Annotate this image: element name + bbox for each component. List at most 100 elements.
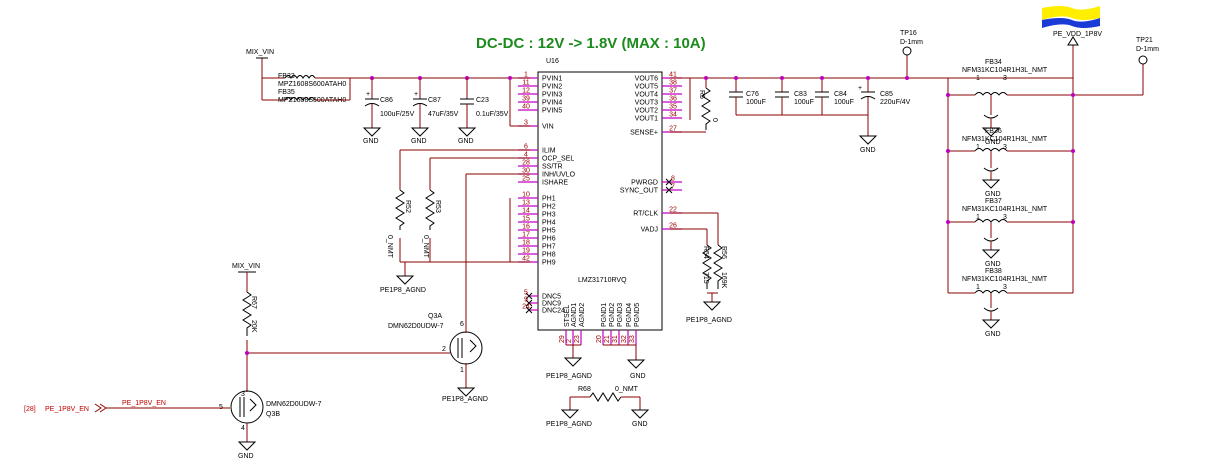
pin-name: AGND1 xyxy=(571,303,578,327)
pin-name: VADJ xyxy=(641,227,658,234)
pin-number: 39 xyxy=(522,96,530,103)
agnd-left: PE1P8_AGND xyxy=(380,287,426,294)
q3a-value: DMN62D0UDW-7 xyxy=(388,323,444,330)
pin-number: 11 xyxy=(522,80,529,87)
gnd-c87: GND xyxy=(411,138,427,145)
gnd-fb36: GND xyxy=(985,191,1001,198)
fb33-ref: FB33 xyxy=(278,73,295,80)
pin-name: RT/CLK xyxy=(633,211,658,218)
vdd-rail-label: PE_VDD_1P8V xyxy=(1053,31,1102,38)
q3b-pin3: 3 xyxy=(241,391,245,398)
pin-number: 37 xyxy=(669,88,677,95)
r53-ref: R53 xyxy=(434,200,441,213)
gnd-fb38: GND xyxy=(985,331,1001,338)
pin-number: 14 xyxy=(522,208,530,215)
gnd-c86: GND xyxy=(363,138,379,145)
q3a-pin6: 6 xyxy=(460,321,464,328)
pin-number: 16 xyxy=(522,224,530,231)
r56-value: 169K xyxy=(720,272,727,289)
fb37-pin1: 1 xyxy=(976,214,980,221)
u16-ref: U16 xyxy=(546,58,559,65)
pin-name: PH7 xyxy=(542,244,556,251)
c76-ref: C76 xyxy=(746,91,759,98)
pin-name: OCP_SEL xyxy=(542,156,574,163)
pin-name: PVIN2 xyxy=(542,84,562,91)
r68-ref: R68 xyxy=(578,386,591,393)
pin-number: 41 xyxy=(669,72,677,79)
pin-number: 40 xyxy=(522,104,530,111)
pin-name: PVIN1 xyxy=(542,76,562,83)
pin-number: 25 xyxy=(522,176,530,183)
fb33-value: MPZ1608S600ATAH0 xyxy=(278,81,346,88)
pin-name: PH8 xyxy=(542,252,556,259)
fb37-value: NFM31KC104R1H3L_NMT xyxy=(962,206,1048,213)
pin-number: 1 xyxy=(524,72,528,79)
fb38-value: NFM31KC104R1H3L_NMT xyxy=(962,276,1048,283)
tp16-ref: TP16 xyxy=(900,30,917,37)
q3a-ref: Q3A xyxy=(428,313,442,320)
tp21-value: D-1mm xyxy=(1136,46,1159,53)
pin-name: STSEL xyxy=(564,305,571,327)
pin-number: 21 xyxy=(604,335,611,343)
pin-name: VOUT1 xyxy=(635,116,658,123)
r5-ref: R5 xyxy=(698,90,705,99)
pin-number: 9 xyxy=(524,297,528,304)
pin-number: 6 xyxy=(524,144,528,151)
pin-name: SS/TR xyxy=(542,164,563,171)
u16-pin-pgnd2: 21 PGND2 xyxy=(604,303,616,345)
pin-name: DNC9 xyxy=(542,301,561,308)
c85-value: 220uF/4V xyxy=(880,99,911,106)
r52-value: 0_NMT xyxy=(386,235,393,259)
pin-number: 22 xyxy=(669,207,677,214)
r52-ref: R52 xyxy=(404,200,411,213)
fb34-pin3: 3 xyxy=(1003,75,1007,82)
pin-number: 12 xyxy=(522,88,530,95)
mix-vin-label-bottom: MIX_VIN xyxy=(232,263,260,270)
en-port-label: PE_1P8V_EN xyxy=(45,406,89,413)
pin-name: ILIM xyxy=(542,148,556,155)
pin-name: PVIN3 xyxy=(542,92,562,99)
fb36-value: NFM31KC104R1H3L_NMT xyxy=(962,136,1048,143)
fb36-pin3: 3 xyxy=(1003,144,1007,151)
pin-number: 23 xyxy=(574,335,581,343)
gnd-r68: GND xyxy=(632,421,648,428)
c86-value: 100uF/25V xyxy=(380,111,415,118)
u16-left-pins: 1PVIN111PVIN212PVIN339PVIN440PVIN53VIN6I… xyxy=(518,72,576,315)
pin-name: PGND2 xyxy=(609,303,616,327)
r53-value: 0_NMT xyxy=(422,235,429,259)
gnd-pgnd: GND xyxy=(630,373,646,380)
pin-name: DNC24 xyxy=(542,308,565,315)
pin-name: VOUT2 xyxy=(635,108,658,115)
pin-number: 29 xyxy=(559,335,566,343)
pin-number: 8 xyxy=(671,176,675,183)
pin-number: 5 xyxy=(524,290,528,297)
schematic-title: DC-DC : 12V -> 1.8V (MAX : 10A) xyxy=(476,35,706,52)
pin-number: 10 xyxy=(522,192,530,199)
pin-name: DNC5 xyxy=(542,294,561,301)
pin-number: 2 xyxy=(566,339,573,343)
pin-name: SENSE+ xyxy=(630,130,658,137)
c83-ref: C83 xyxy=(794,91,807,98)
pin-name: PVIN4 xyxy=(542,100,562,107)
pin-number: 31 xyxy=(612,335,619,343)
r54-value: 715 xyxy=(702,272,709,284)
fb38-pin3: 3 xyxy=(1003,284,1007,291)
c83-value: 100uF xyxy=(794,99,814,106)
fb36-ref: FB36 xyxy=(985,128,1002,135)
pin-name: PH5 xyxy=(542,228,556,235)
c85-plus: + xyxy=(858,85,862,92)
pin-number: 4 xyxy=(524,152,528,159)
pin-number: 30 xyxy=(522,168,530,175)
pin-name: PH2 xyxy=(542,204,556,211)
